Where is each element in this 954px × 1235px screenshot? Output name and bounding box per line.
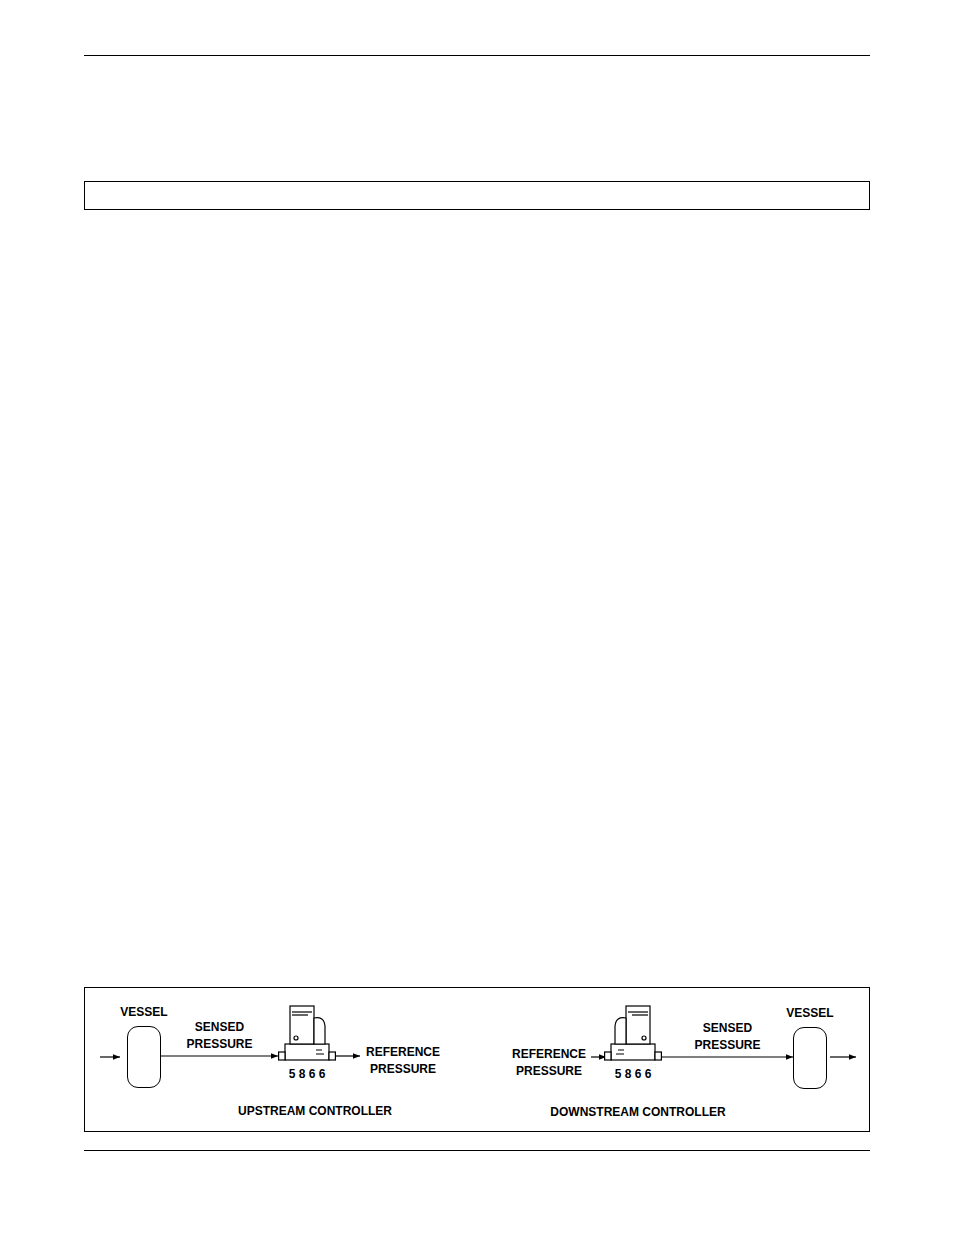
valve-base [285, 1044, 329, 1060]
model-number: 5 8 6 6 [278, 1066, 336, 1083]
vessel-outline [127, 1026, 161, 1088]
controller-node: 5 8 6 6 [278, 1004, 336, 1083]
pipe-connector [161, 1055, 278, 1056]
empty-box [85, 182, 870, 210]
figure-caption-label: DOWNSTREAM CONTROLLER [518, 1104, 758, 1121]
indicator-dot [642, 1036, 646, 1040]
housing-label-line [628, 1011, 648, 1012]
vessel-node: VESSEL [120, 1004, 168, 1088]
vessel-label: VESSEL [120, 1004, 168, 1021]
figure-caption-label: UPSTREAM CONTROLLER [205, 1103, 425, 1120]
controller-illustration [605, 1006, 662, 1060]
inlet-arrow [100, 1056, 120, 1057]
figure-frame [85, 988, 870, 1132]
flow-arrow-mark [616, 1050, 624, 1054]
inlet-fitting [279, 1052, 285, 1060]
vessel-node: VESSEL [786, 1005, 834, 1089]
pressure-label: REFERENCE PRESSURE [361, 1044, 445, 1078]
edge-label: SENSED PRESSURE [688, 1020, 768, 1054]
housing-label-line [292, 1014, 308, 1015]
outlet-arrow [830, 1056, 856, 1057]
indicator-dot [294, 1036, 298, 1040]
inlet-fitting [655, 1052, 661, 1060]
flow-arrow-mark [316, 1050, 324, 1054]
housing-label-line [292, 1011, 312, 1012]
housing-label-line [632, 1014, 648, 1015]
controller-picture [604, 1004, 662, 1066]
electronics-housing [290, 1006, 314, 1044]
outlet-fitting [329, 1052, 335, 1060]
controller-node: 5 8 6 6 [604, 1004, 662, 1083]
electronics-housing [626, 1006, 650, 1044]
header-rule [84, 55, 870, 56]
edge-label: SENSED PRESSURE [180, 1019, 260, 1053]
outlet-arrow [335, 1055, 360, 1056]
pressure-label: REFERENCE PRESSURE [507, 1046, 591, 1080]
vessel-label: VESSEL [786, 1005, 834, 1022]
valve-base [611, 1044, 655, 1060]
vessel-outline [793, 1027, 827, 1089]
cable-hood [615, 1018, 626, 1044]
model-number: 5 8 6 6 [604, 1066, 662, 1083]
cable-hood [314, 1018, 325, 1044]
outlet-fitting [605, 1052, 611, 1060]
footer-rule [84, 1150, 870, 1151]
controller-illustration [279, 1006, 336, 1060]
pipe-connector [662, 1056, 793, 1057]
controller-picture [278, 1004, 336, 1066]
